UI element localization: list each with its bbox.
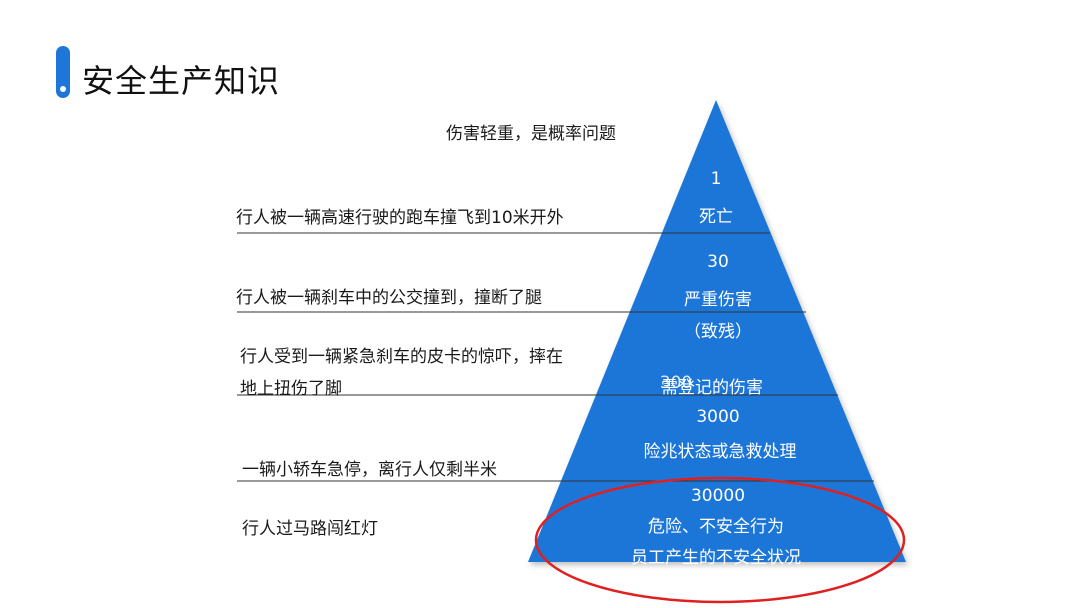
level-1-label: 死亡 — [699, 207, 733, 227]
example-level-5: 行人过马路闯红灯 — [242, 519, 378, 539]
pyramid-shape — [528, 100, 906, 562]
level-4-count: 3000 — [696, 407, 740, 427]
level-3-label: 需登记的伤害 — [661, 378, 763, 398]
level-2-label-sub: （致残） — [684, 322, 752, 342]
level-5-label-sub: 员工产生的不安全状况 — [631, 548, 801, 568]
level-2-label: 严重伤害 — [684, 290, 752, 310]
level-4-label: 险兆状态或急救处理 — [643, 442, 797, 462]
level-1-count: 1 — [710, 169, 722, 189]
level-5-label: 危险、不安全行为 — [648, 517, 784, 537]
level-5-count: 30000 — [690, 486, 746, 506]
example-level-3-line1: 行人受到一辆紧急刹车的皮卡的惊吓，摔在 — [240, 347, 563, 367]
example-level-4: 一辆小轿车急停，离行人仅剩半米 — [242, 460, 497, 480]
top-caption: 伤害轻重，是概率问题 — [446, 124, 616, 144]
page-title: 安全生产知识 — [82, 62, 281, 100]
example-level-3-line2: 地上扭伤了脚 — [240, 379, 342, 399]
example-level-2: 行人被一辆刹车中的公交撞到，撞断了腿 — [236, 288, 542, 308]
example-level-1: 行人被一辆高速行驶的跑车撞飞到10米开外 — [236, 208, 564, 228]
title-accent-dot — [60, 86, 66, 92]
level-3-count: 300 — [659, 373, 693, 393]
title-accent-bar — [56, 46, 70, 98]
level-2-count: 30 — [707, 252, 729, 272]
highlight-ellipse — [534, 476, 906, 604]
